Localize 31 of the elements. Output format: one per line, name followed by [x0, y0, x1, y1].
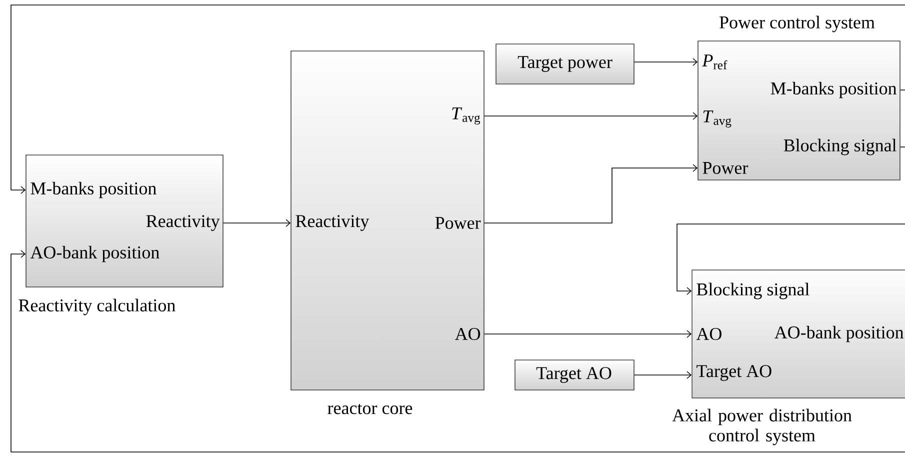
port-label: M-banks position	[30, 182, 156, 198]
port-label: Reactivity	[296, 215, 370, 231]
port-label: Blocking signal	[784, 138, 896, 156]
port-label: Target AO	[536, 367, 612, 383]
port-label: T$_{avg}$	[703, 110, 732, 128]
port-label: Blocking signal	[696, 282, 810, 300]
arrow	[10, 250, 905, 452]
port-label: Reactivity	[146, 215, 220, 231]
block-caption: Power control system	[720, 16, 875, 32]
block-caption: Axial power distribution control system	[672, 408, 852, 446]
arrow	[10, 4, 905, 194]
port-label: Target AO	[696, 365, 772, 381]
port-label: AO	[454, 328, 480, 340]
port-label: P$_{ref}$	[702, 54, 728, 70]
arrow	[223, 219, 291, 227]
port-label: AO-bank position	[30, 246, 160, 262]
port-label: T$_{avg}$	[452, 107, 480, 125]
arrow	[484, 112, 698, 120]
arrow	[634, 371, 692, 379]
port-label: Target power	[518, 56, 612, 72]
arrow	[676, 146, 905, 295]
port-label: AO-bank position	[774, 326, 904, 342]
port-label: M-banks position	[770, 82, 897, 98]
block-caption: Reactivity calculation	[18, 298, 176, 316]
port-label: Power	[702, 162, 748, 174]
arrow	[634, 58, 698, 66]
arrow	[484, 330, 692, 338]
block-caption: reactor core	[328, 404, 412, 414]
port-label: AO	[696, 328, 722, 340]
port-label: Power	[435, 217, 481, 229]
arrow	[484, 164, 698, 224]
